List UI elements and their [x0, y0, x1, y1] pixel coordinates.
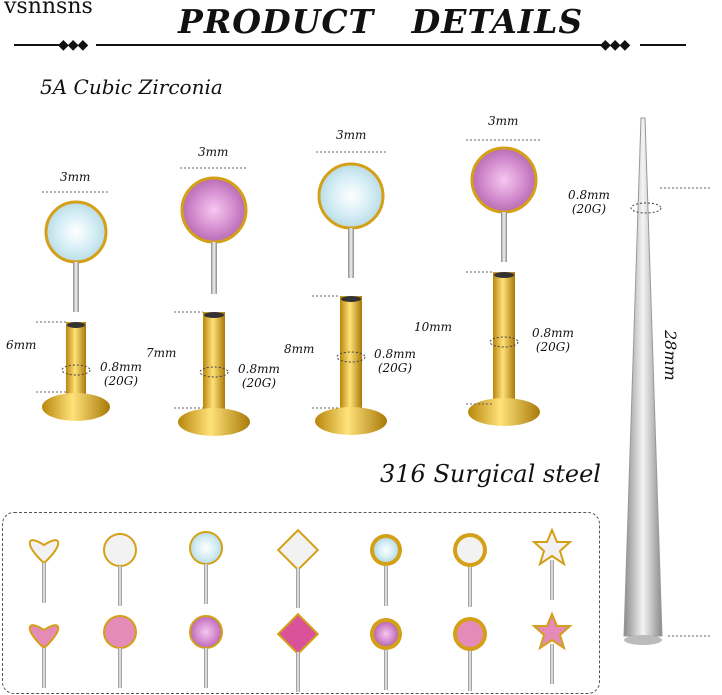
- tops-collection-box: [2, 512, 600, 694]
- tops-row-2: [28, 611, 573, 692]
- taper-tool: [623, 117, 712, 645]
- header-rule-left: [14, 44, 66, 46]
- length-label-4: 10mm: [414, 320, 453, 334]
- diamond-ornament-left: ◆◆◆: [58, 37, 88, 53]
- product-1: [36, 191, 110, 421]
- gauge-label-3: 0.8mm(20G): [374, 347, 416, 375]
- length-label-3: 8mm: [284, 342, 315, 356]
- product-3: [312, 151, 387, 435]
- diamond-ornament-right: ◆◆◆: [600, 37, 630, 53]
- section-label-cubic-zirconia: 5A Cubic Zirconia: [40, 75, 223, 99]
- top-size-label-1: 3mm: [60, 170, 91, 184]
- top-size-label-2: 3mm: [198, 145, 229, 159]
- length-label-1: 6mm: [6, 338, 37, 352]
- gauge-label-4: 0.8mm(20G): [532, 326, 574, 354]
- taper-length-label: 28mm: [661, 330, 680, 381]
- product-4: [466, 139, 542, 426]
- top-size-label-4: 3mm: [488, 114, 519, 128]
- gauge-label-1: 0.8mm(20G): [100, 360, 142, 388]
- page-title: PRODUCT DETAILS: [178, 2, 584, 41]
- top-size-label-3: 3mm: [336, 128, 367, 142]
- brand-name: vsnnsns: [4, 0, 93, 19]
- header-rule-right: [640, 44, 686, 46]
- taper-gauge-label: 0.8mm(20G): [568, 188, 610, 216]
- length-label-2: 7mm: [146, 346, 177, 360]
- product-2: [174, 167, 250, 436]
- gauge-label-2: 0.8mm(20G): [238, 362, 280, 390]
- section-label-surgical-steel: 316 Surgical steel: [380, 460, 601, 488]
- header-rule-center: [96, 44, 604, 46]
- tops-row-1: [28, 527, 573, 608]
